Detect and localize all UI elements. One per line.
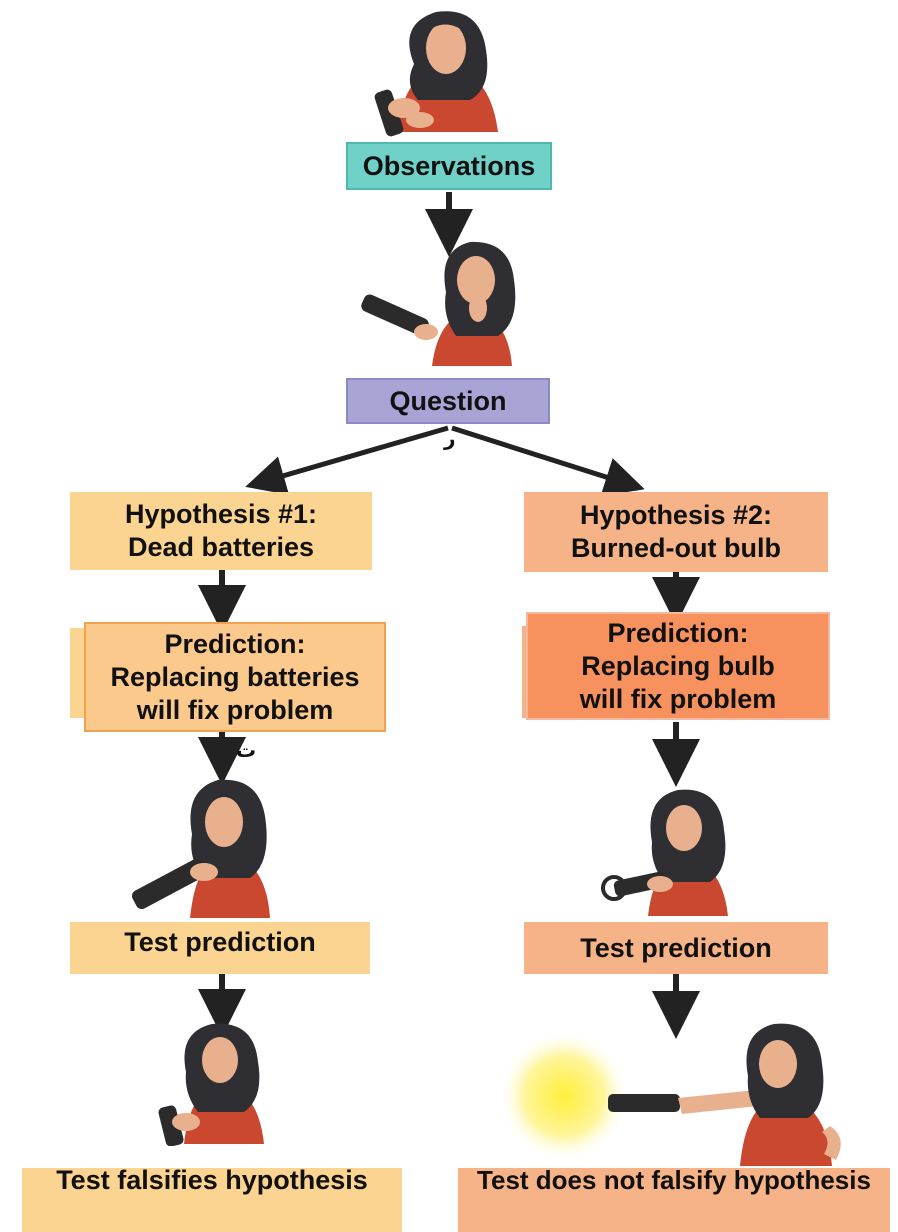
prediction-1-box: Prediction: Replacing batteries will fix…	[84, 622, 386, 732]
prediction-2-line2: will fix problem	[579, 683, 777, 714]
hypothesis-1-title: Hypothesis #1:	[124, 499, 318, 529]
hypothesis-2-text: Burned-out bulb	[571, 533, 781, 563]
prediction-1-line2: will fix problem	[136, 694, 334, 725]
observations-label: Observations	[362, 150, 536, 181]
test-prediction-2-box: Test prediction	[524, 922, 828, 974]
test-prediction-1-label: Test prediction	[124, 927, 316, 957]
prediction-1-title: Prediction:	[164, 628, 306, 659]
woman-flashlight-working	[498, 1023, 841, 1166]
prediction-2-line1: Replacing bulb	[581, 650, 775, 681]
prediction-2-title: Prediction:	[607, 617, 749, 648]
hypothesis-2-box: Hypothesis #2: Burned-out bulb	[524, 492, 828, 572]
hypothesis-1-text: Dead batteries	[127, 532, 315, 562]
test-prediction-2-label: Test prediction	[580, 932, 772, 963]
hypothesis-2-title: Hypothesis #2:	[579, 500, 773, 530]
arrow-question-to-hypothesis-2	[451, 425, 645, 497]
prediction-1-line1: Replacing batteries	[110, 661, 360, 692]
observations-box: Observations	[346, 142, 552, 190]
light-beam	[498, 1030, 630, 1162]
woman-flashlight-not-working	[158, 1023, 264, 1146]
hypothesis-1-box: Hypothesis #1: Dead batteries	[70, 492, 372, 570]
result-1-box: Test falsifies hypothesis	[22, 1165, 402, 1232]
test-prediction-1-box: Test prediction	[70, 922, 370, 974]
woman-thinking-icon	[361, 241, 516, 366]
woman-observing-flashlight	[374, 11, 498, 137]
woman-replacing-batteries	[131, 779, 270, 918]
stray-glyph-1: ر	[444, 428, 456, 450]
result-1-label: Test falsifies hypothesis	[56, 1165, 368, 1195]
prediction-2-box: Prediction: Replacing bulb will fix prob…	[526, 612, 830, 720]
arrow-question-to-hypothesis-1	[245, 425, 449, 495]
stray-glyph-2: ت	[236, 740, 257, 762]
result-2-label: Test does not falsify hypothesis	[477, 1165, 871, 1195]
question-box: Question	[346, 378, 550, 424]
result-2-box: Test does not falsify hypothesis	[458, 1165, 890, 1232]
woman-replacing-bulb	[601, 789, 728, 916]
question-label: Question	[389, 385, 507, 416]
